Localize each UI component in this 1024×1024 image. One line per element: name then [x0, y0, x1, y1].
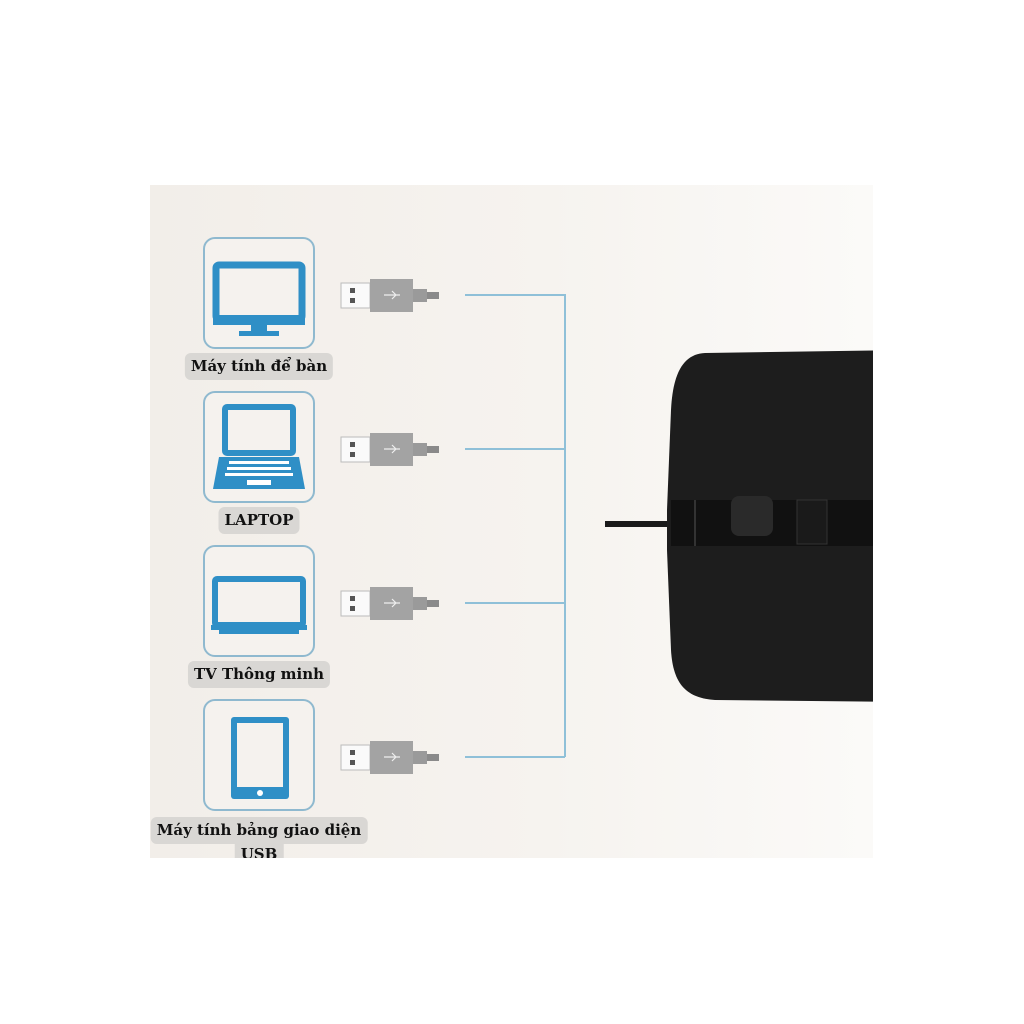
desktop-device-box — [203, 237, 315, 349]
device-label-desktop: Máy tính để bàn — [184, 353, 334, 380]
connection-line — [465, 448, 565, 450]
device-label-tv: TV Thông minh — [187, 661, 331, 688]
device-label-tablet-line1: Máy tính bảng giao diện — [150, 817, 368, 844]
connection-trunk-line — [564, 294, 566, 757]
tablet-device-box — [203, 699, 315, 811]
connection-line — [465, 602, 565, 604]
usb-mouse-image — [605, 350, 873, 702]
usb-connector-icon — [340, 740, 440, 774]
tablet-icon — [231, 717, 289, 799]
compatibility-diagram: Máy tính để bàn LAPTOP TV Thông minh Máy — [150, 185, 873, 858]
connection-line — [465, 756, 565, 758]
usb-connector-icon — [340, 278, 440, 312]
desktop-monitor-icon — [212, 261, 306, 336]
laptop-icon — [213, 404, 305, 489]
usb-connector-icon — [340, 432, 440, 466]
tv-device-box — [203, 545, 315, 657]
usb-connector-icon — [340, 586, 440, 620]
connection-line — [465, 294, 565, 296]
laptop-device-box — [203, 391, 315, 503]
device-label-laptop: LAPTOP — [218, 507, 300, 534]
smart-tv-icon — [211, 576, 307, 634]
device-label-tablet-line2: USB — [234, 844, 284, 858]
device-label-tablet: Máy tính bảng giao diện USB — [150, 817, 368, 858]
